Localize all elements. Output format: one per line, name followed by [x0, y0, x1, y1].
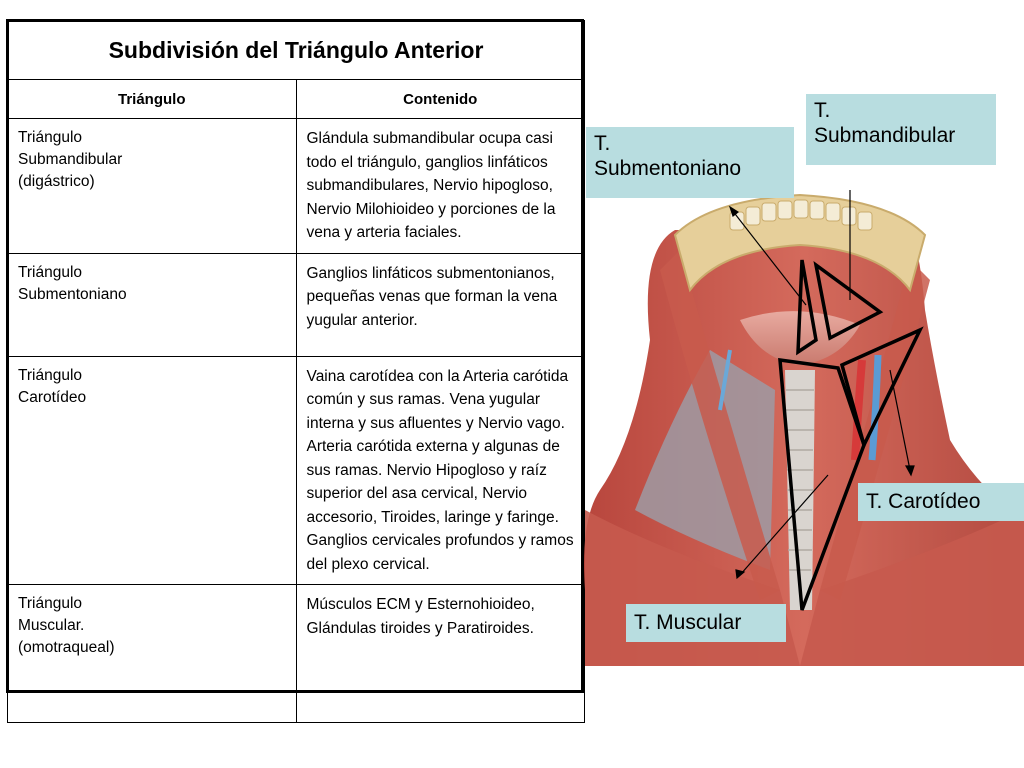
neck-anatomy-illustration — [584, 190, 1024, 666]
label-t-carotideo: T. Carotídeo — [858, 483, 1024, 521]
column-header-contenido: Contenido — [295, 79, 585, 119]
triangle-name-line: (digástrico) — [18, 173, 95, 190]
label-line: T. — [814, 99, 831, 122]
triangle-content-cell: Ganglios linfáticos submentonianos, pequ… — [295, 252, 585, 357]
triangle-content-cell: Vaina carotídea con la Arteria carótida … — [295, 355, 585, 585]
column-header-triangulo: Triángulo — [7, 79, 297, 119]
label-line: T. — [594, 132, 611, 155]
triangle-outlines — [778, 259, 924, 611]
table-title: Subdivisión del Triángulo Anterior — [7, 20, 585, 80]
triangle-name-line: Triángulo — [18, 595, 83, 612]
outline-submandibular — [813, 260, 884, 341]
subdivision-table: Subdivisión del Triángulo Anterior Trián… — [7, 20, 585, 723]
triangle-name-cell: Triángulo Carotídeo — [7, 355, 297, 585]
outline-carotideo — [839, 326, 924, 450]
triangle-name-line: Triángulo — [18, 129, 83, 146]
label-line: Submandibular — [814, 124, 956, 147]
sternocleidomastoid-left — [660, 250, 780, 600]
teeth — [729, 199, 873, 231]
triangle-content-cell: Músculos ECM y Esternohioideo, Glándulas… — [295, 584, 585, 723]
triangle-name-cell: Triángulo Submandibular (digástrico) — [7, 118, 297, 254]
triangle-name-line: Carotídeo — [18, 388, 87, 406]
pointer-lines — [728, 190, 915, 580]
outline-muscular — [778, 357, 866, 611]
table-row: Triángulo Submandibular (digástrico) Glá… — [7, 118, 585, 254]
triangle-content-cell: Glándula submandibular ocupa casi todo e… — [295, 118, 585, 254]
triangle-name-line: Submentoniano — [18, 285, 127, 303]
triangle-name-line: Triángulo — [18, 366, 83, 384]
triangle-name-cell: Triángulo Muscular. (omotraqueal) — [7, 584, 297, 723]
table-row: Triángulo Muscular. (omotraqueal) Múscul… — [7, 584, 585, 723]
triangle-name-line: Triángulo — [18, 263, 83, 281]
label-t-submandibular: T. Submandibular — [806, 94, 996, 165]
label-t-muscular: T. Muscular — [626, 604, 786, 642]
table-row: Triángulo Submentoniano Ganglios linfáti… — [7, 252, 585, 357]
outline-submentoniano — [796, 259, 818, 356]
triangle-name-line: Submandibular — [18, 151, 123, 168]
table-row: Triángulo Carotídeo Vaina carotídea con … — [7, 355, 585, 585]
jugular-vein — [868, 354, 882, 461]
label-line: Submentoniano — [594, 157, 742, 180]
carotid-artery — [851, 359, 866, 461]
label-t-submentoniano: T. Submentoniano — [586, 127, 794, 198]
triangle-name-cell: Triángulo Submentoniano — [7, 252, 297, 357]
shoulder-muscle-right — [800, 510, 1024, 666]
small-vein-left — [718, 349, 732, 411]
triangle-name-line: (omotraqueal) — [18, 639, 115, 656]
triangle-name-line: Muscular. — [18, 617, 85, 634]
